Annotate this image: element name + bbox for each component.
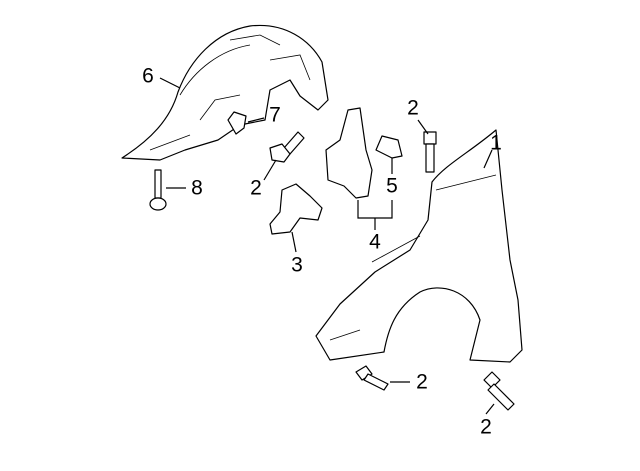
bracket-part[interactable] [269, 183, 323, 235]
bolt-part-d[interactable] [483, 371, 515, 411]
bolt-part-c[interactable] [355, 365, 389, 391]
callout-2: 2 [480, 415, 492, 439]
callout-7: 7 [269, 103, 281, 127]
callout-2: 2 [250, 176, 262, 200]
bracket-assembly-part[interactable] [325, 107, 403, 199]
screw-part[interactable] [149, 169, 167, 211]
callout-4: 4 [369, 230, 381, 254]
clip-part[interactable] [227, 111, 247, 135]
callout-2: 2 [407, 96, 419, 120]
callout-2: 2 [416, 370, 428, 394]
callout-8: 8 [191, 176, 203, 200]
callout-6: 6 [142, 64, 154, 88]
fender-liner-part[interactable] [121, 24, 329, 161]
callout-5: 5 [386, 174, 398, 198]
callout-3: 3 [291, 253, 303, 277]
leader-lines [159, 77, 495, 415]
bolt-part-a[interactable] [269, 131, 305, 163]
bolt-part-b[interactable] [423, 131, 437, 173]
fender-part[interactable] [315, 129, 523, 363]
callout-1: 1 [490, 131, 502, 155]
